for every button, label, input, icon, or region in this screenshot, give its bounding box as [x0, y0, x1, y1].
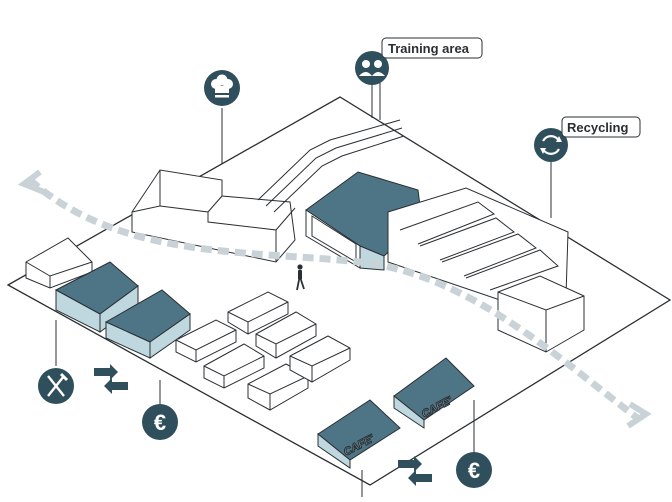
blue-building-2 [104, 289, 191, 359]
exchange-arrows-icon [94, 364, 128, 394]
recycling-sheds [387, 187, 585, 353]
recycle-icon [534, 128, 568, 162]
euro-icon-right: € [456, 452, 492, 488]
exchange-arrows-icon-right [398, 456, 432, 486]
people-icon [355, 51, 389, 85]
walkway-bridge [257, 119, 405, 213]
path-arrow-right [626, 401, 652, 429]
chef-hat-icon [204, 70, 240, 106]
path-arrow-left [17, 169, 46, 195]
euro-right-glyph: € [468, 458, 480, 483]
recycling-label: Recycling [561, 116, 641, 138]
person-figure [296, 264, 305, 291]
small-shed-left [25, 237, 93, 289]
circulation-path [27, 177, 643, 423]
cafe-building-left: CAFE' [317, 399, 401, 469]
training-area-text: Training area [388, 41, 470, 56]
euro-left-glyph: € [154, 410, 166, 435]
fork-knife-icon [38, 368, 74, 404]
recycling-text: Recycling [567, 120, 628, 135]
market-huts [175, 291, 351, 411]
main-hall [131, 169, 296, 263]
leader-lines [55, 80, 552, 497]
euro-icon: € [142, 404, 178, 440]
training-area-label: Training area [381, 37, 483, 59]
